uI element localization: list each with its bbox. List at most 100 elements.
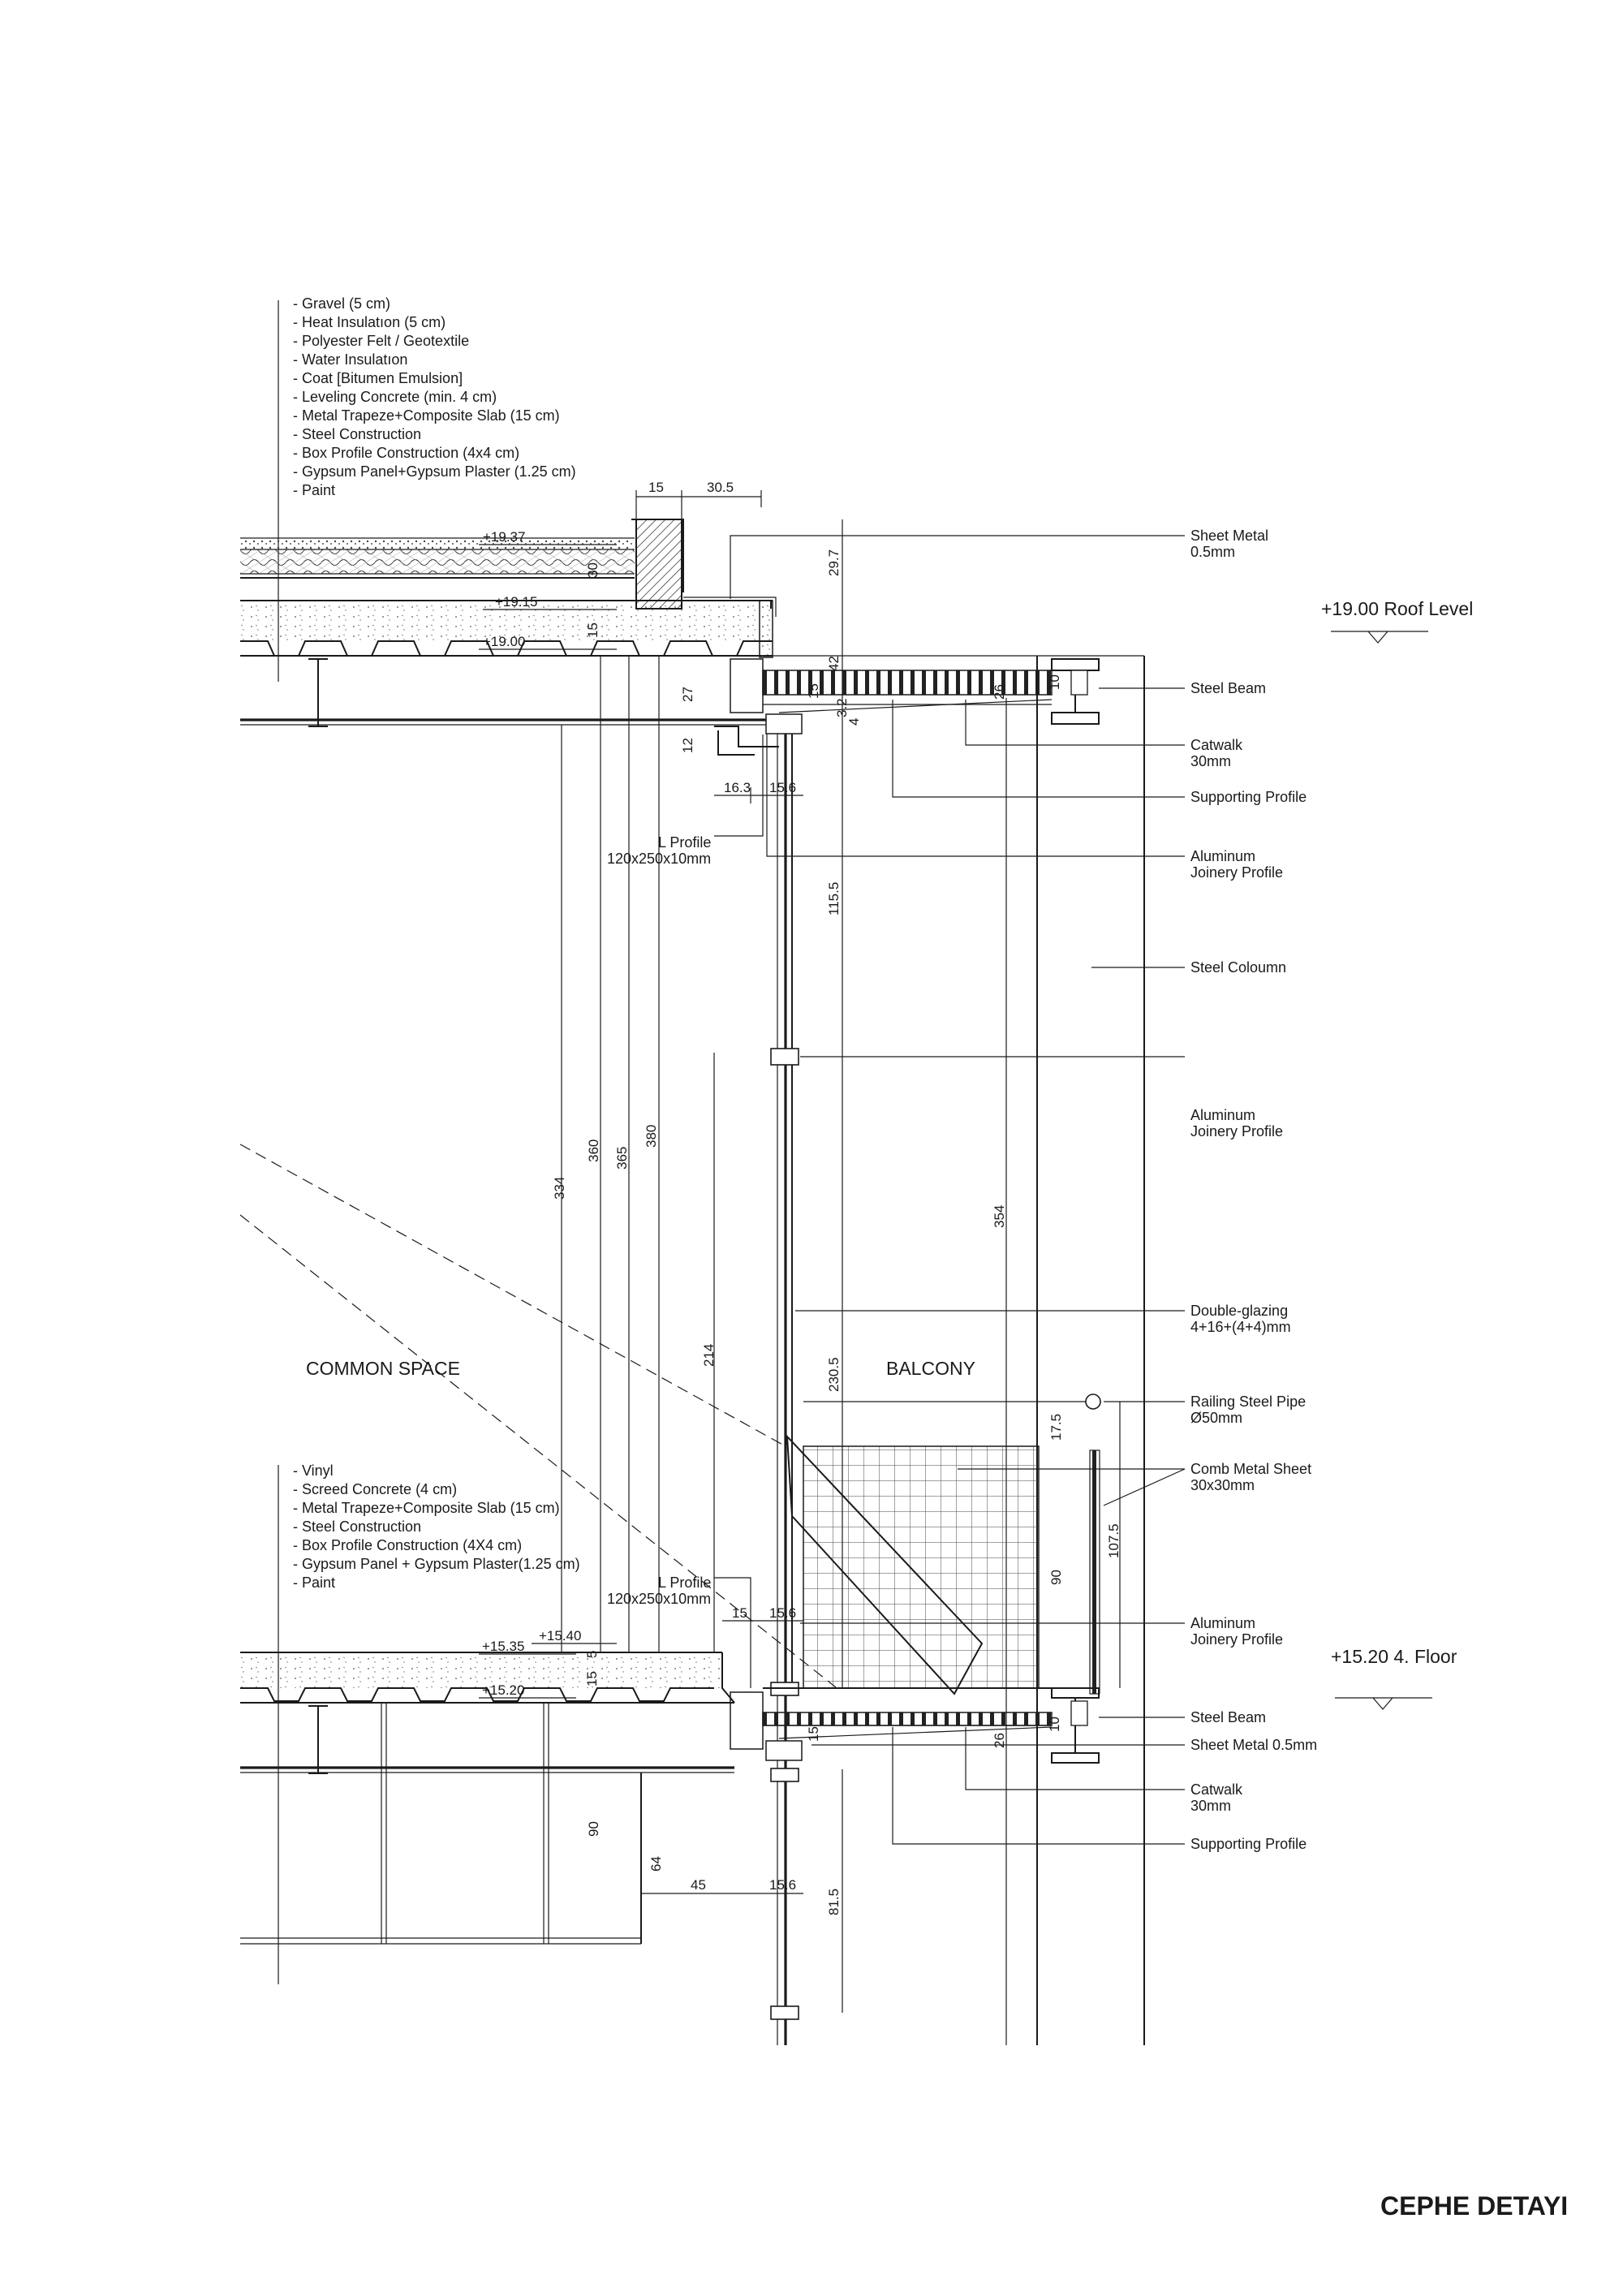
roof-layer: - Paint <box>293 482 335 498</box>
facade-structure <box>561 655 1145 2045</box>
roof-layer: - Water Insulatıon <box>293 351 407 368</box>
elevation-1900: +19.00 <box>483 634 525 649</box>
callout-l-profile-top: L Profile <box>658 834 711 851</box>
dim-214: 214 <box>701 1344 717 1367</box>
dim-15-bb: 15 <box>806 1726 821 1742</box>
roof-layer: - Leveling Concrete (min. 4 cm) <box>293 389 497 405</box>
callout-double-glazing-spec: 4+16+(4+4)mm <box>1190 1319 1291 1335</box>
dashed-reference-lines <box>239 1144 837 1688</box>
dim-360: 360 <box>586 1139 601 1162</box>
floor-layer: - Vinyl <box>293 1462 334 1479</box>
roof-layer: - Heat Insulatıon (5 cm) <box>293 314 446 330</box>
callout-comb-sheet: Comb Metal Sheet <box>1190 1461 1311 1477</box>
dim-10-top: 10 <box>1047 674 1062 690</box>
dimensions: 15 30.5 30 15 29.7 42 27 12 15 3.2 4 26 … <box>552 480 1121 2013</box>
floor-layer: - Box Profile Construction (4X4 cm) <box>293 1537 522 1553</box>
dim-27: 27 <box>680 687 695 702</box>
callout-aluminum-joinery-1-b: Joinery Profile <box>1190 864 1283 881</box>
elevation-1540: +15.40 <box>539 1628 581 1643</box>
callout-l-profile-bottom-size: 120x250x10mm <box>607 1591 711 1607</box>
elevation-1915: +19.15 <box>495 594 537 610</box>
callouts: Sheet Metal 0.5mm Steel Beam Catwalk 30m… <box>607 528 1317 1852</box>
roof-layer: - Coat [Bitumen Emulsion] <box>293 370 463 386</box>
callout-railing-pipe-size: Ø50mm <box>1190 1410 1242 1426</box>
floor-layer: - Screed Concrete (4 cm) <box>293 1481 457 1497</box>
dim-64: 64 <box>648 1856 664 1872</box>
elevation-marks: +19.37 +19.15 +19.00 +15.40 +15.35 +15.2… <box>479 529 617 1699</box>
dim-16-3: 16.3 <box>724 780 751 795</box>
floor-level-label: +15.20 4. Floor <box>1331 1646 1457 1667</box>
dim-3-2: 3.2 <box>834 698 850 717</box>
dim-365: 365 <box>614 1147 630 1170</box>
dim-15-6-top: 15.6 <box>769 780 796 795</box>
callout-supporting-profile-top: Supporting Profile <box>1190 789 1307 805</box>
callout-aluminum-joinery-3: Aluminum <box>1190 1615 1255 1631</box>
dim-15-s2: 15 <box>584 1671 600 1686</box>
dim-45: 45 <box>691 1877 706 1893</box>
callout-l-profile-bottom: L Profile <box>658 1574 711 1591</box>
dim-42: 42 <box>826 656 842 671</box>
callout-double-glazing: Double-glazing <box>1190 1303 1288 1319</box>
dim-107-5: 107.5 <box>1106 1523 1121 1558</box>
floor-layer: - Gypsum Panel + Gypsum Plaster(1.25 cm) <box>293 1556 580 1572</box>
callout-aluminum-joinery-2-b: Joinery Profile <box>1190 1123 1283 1139</box>
dim-354: 354 <box>992 1205 1007 1228</box>
roof-level-label: +19.00 Roof Level <box>1321 598 1473 619</box>
dim-17-5: 17.5 <box>1048 1414 1064 1441</box>
roof-layers-note: - Gravel (5 cm) - Heat Insulatıon (5 cm)… <box>278 295 576 682</box>
dim-10-bot: 10 <box>1047 1717 1062 1732</box>
callout-steel-beam-top: Steel Beam <box>1190 680 1266 696</box>
callout-catwalk-top-size: 30mm <box>1190 753 1231 769</box>
callout-sheet-metal-bottom: Sheet Metal 0.5mm <box>1190 1737 1317 1753</box>
elevation-1535: +15.35 <box>482 1639 524 1654</box>
callout-supporting-profile-bottom: Supporting Profile <box>1190 1836 1307 1852</box>
floor-layer: - Steel Construction <box>293 1518 421 1535</box>
roof-layer: - Box Profile Construction (4x4 cm) <box>293 445 519 461</box>
callout-catwalk-top: Catwalk <box>1190 737 1243 753</box>
dim-30-5: 30.5 <box>707 480 734 495</box>
callout-steel-column: Steel Coloumn <box>1190 959 1286 976</box>
dim-5: 5 <box>584 1651 600 1658</box>
callout-aluminum-joinery-2: Aluminum <box>1190 1107 1255 1123</box>
callout-railing-pipe: Railing Steel Pipe <box>1190 1394 1306 1410</box>
floor-slab <box>240 1652 735 1945</box>
callout-l-profile-top-size: 120x250x10mm <box>607 851 711 867</box>
dim-4: 4 <box>846 718 862 726</box>
dim-15-6-low: 15.6 <box>769 1877 796 1893</box>
dim-230-5: 230.5 <box>826 1357 842 1392</box>
callout-aluminum-joinery-1: Aluminum <box>1190 848 1255 864</box>
callout-sheet-metal: Sheet Metal <box>1190 528 1268 544</box>
dim-29-7: 29.7 <box>826 549 842 576</box>
elevation-1937: +19.37 <box>483 529 525 545</box>
callout-sheet-metal-size: 0.5mm <box>1190 544 1235 560</box>
sheet-title: CEPHE DETAYI <box>1380 2191 1568 2221</box>
dim-12: 12 <box>680 738 695 753</box>
dim-334: 334 <box>552 1177 567 1200</box>
floor-layer: - Paint <box>293 1574 335 1591</box>
dim-380: 380 <box>644 1125 659 1148</box>
dim-26-bot: 26 <box>992 1733 1007 1748</box>
dim-15-6-mid: 15.6 <box>769 1605 796 1621</box>
dim-15-mid: 15 <box>732 1605 747 1621</box>
dim-26-top: 26 <box>992 684 1007 700</box>
floor-layers-note: - Vinyl - Screed Concrete (4 cm) - Metal… <box>278 1462 580 1984</box>
room-label-common-space: COMMON SPACE <box>306 1358 460 1379</box>
roof-layer: - Gypsum Panel+Gypsum Plaster (1.25 cm) <box>293 463 576 480</box>
dim-30: 30 <box>585 562 601 578</box>
dim-115-5: 115.5 <box>826 882 842 915</box>
callout-comb-sheet-size: 30x30mm <box>1190 1477 1255 1493</box>
callout-catwalk-bottom: Catwalk <box>1190 1781 1243 1798</box>
roof-layer: - Gravel (5 cm) <box>293 295 390 312</box>
roof-layer: - Polyester Felt / Geotextile <box>293 333 469 349</box>
dim-90-low: 90 <box>586 1821 601 1837</box>
floor-level-marker: +15.20 4. Floor <box>1331 1646 1457 1710</box>
callout-aluminum-joinery-3-b: Joinery Profile <box>1190 1631 1283 1648</box>
callout-steel-beam-bottom: Steel Beam <box>1190 1709 1266 1725</box>
dim-15-b: 15 <box>806 683 821 699</box>
callout-catwalk-bottom-size: 30mm <box>1190 1798 1231 1814</box>
elevation-1520: +15.20 <box>482 1682 524 1698</box>
dim-90-rail: 90 <box>1048 1570 1064 1585</box>
roof-slab <box>240 519 777 727</box>
dim-15-slab: 15 <box>585 622 601 638</box>
